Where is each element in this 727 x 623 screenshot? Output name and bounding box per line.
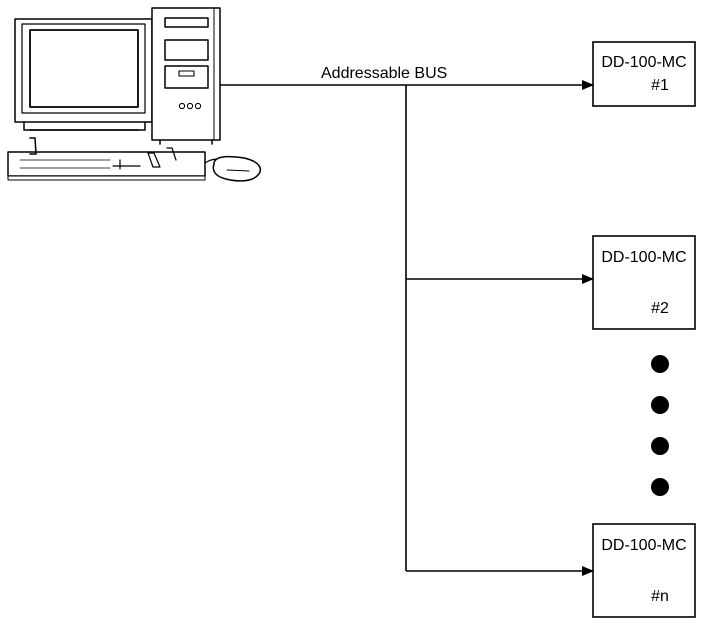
ellipsis-dot (651, 478, 669, 496)
device-box-2-outline (592, 235, 696, 330)
monitor-icon (14, 18, 153, 131)
device-box-1-outline (592, 41, 696, 107)
keyboard-icon (7, 137, 206, 181)
bus-label: Addressable BUS (321, 65, 447, 82)
tower-case-icon (151, 7, 221, 145)
ellipsis-dots (651, 355, 669, 496)
ellipsis-dot (651, 437, 669, 455)
device-box-n: DD-100-MC #n (592, 523, 696, 618)
device-number-2: #2 (651, 300, 669, 317)
desktop-computer-icon (7, 7, 262, 182)
ellipsis-dot (651, 355, 669, 373)
device-number-n: #n (651, 588, 669, 605)
device-box-2: DD-100-MC #2 (592, 235, 696, 330)
device-model-2: DD-100-MC (601, 249, 686, 266)
device-model-1: DD-100-MC (601, 54, 686, 71)
bus-wiring (220, 80, 594, 576)
device-number-1: #1 (651, 77, 669, 94)
device-box-n-outline (592, 523, 696, 618)
ellipsis-dot (651, 396, 669, 414)
device-box-1: DD-100-MC #1 (592, 41, 696, 107)
device-model-n: DD-100-MC (601, 537, 686, 554)
mouse-icon (204, 155, 262, 182)
